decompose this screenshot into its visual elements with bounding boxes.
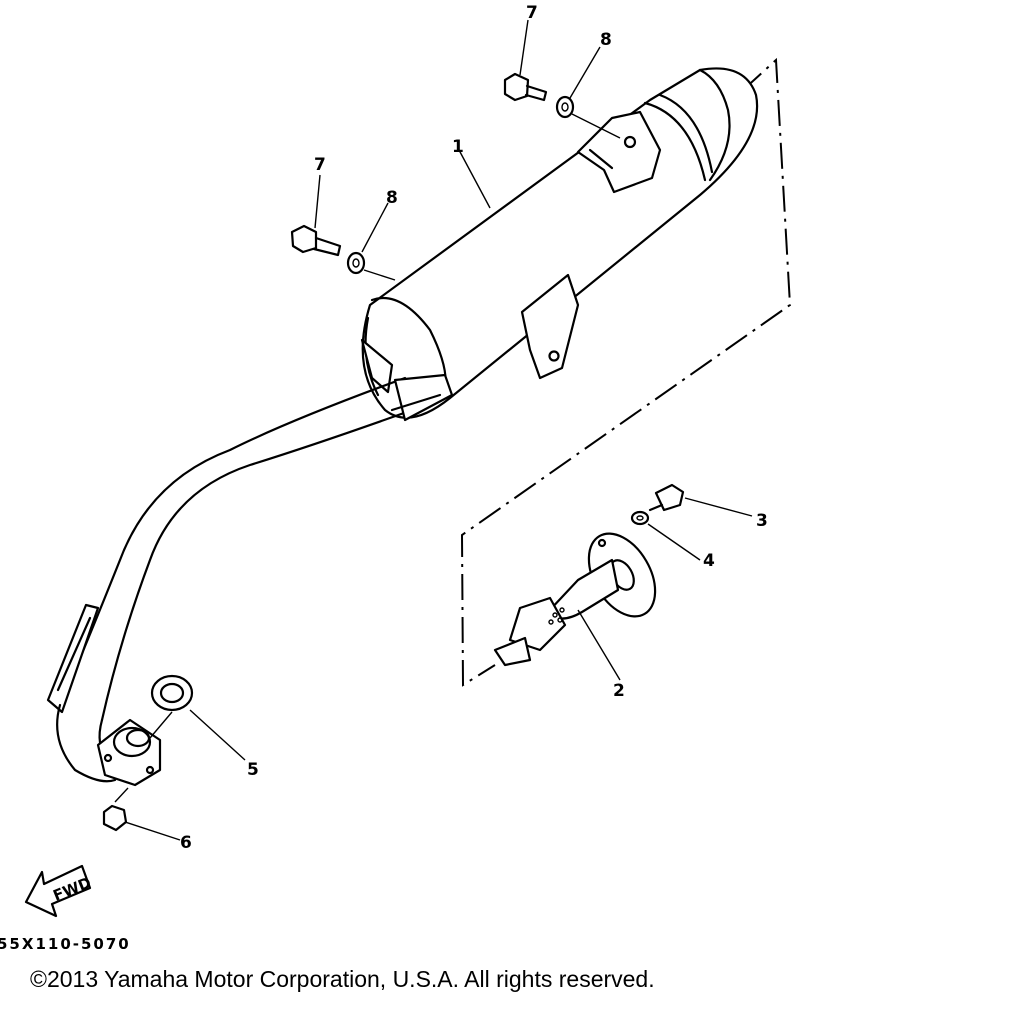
callout-labels: 1 2 3 4 5 6 7 7 8 8 xyxy=(180,3,768,853)
muffler-body xyxy=(360,67,759,419)
screw xyxy=(648,483,685,512)
upper-washer xyxy=(555,95,621,139)
upper-bolt xyxy=(503,72,548,102)
callout-8-upper: 8 xyxy=(600,30,612,50)
drawing-code: 55X110-5070 xyxy=(0,935,131,953)
fwd-arrow: FWD xyxy=(24,864,94,918)
spark-arrester xyxy=(493,532,657,667)
gasket xyxy=(149,674,194,739)
exhaust-pipe xyxy=(46,373,454,787)
lower-washer xyxy=(346,251,396,281)
callout-3: 3 xyxy=(756,511,768,531)
callout-7-lower: 7 xyxy=(314,155,326,175)
callout-8-lower: 8 xyxy=(386,188,398,208)
assembly-frame xyxy=(460,57,792,687)
callout-2: 2 xyxy=(613,681,625,701)
callout-4: 4 xyxy=(703,551,715,571)
nut xyxy=(102,787,129,832)
callout-1: 1 xyxy=(452,137,464,157)
callout-5: 5 xyxy=(247,760,259,780)
callout-7-upper: 7 xyxy=(526,3,538,23)
lower-bolt xyxy=(290,224,342,257)
copyright-notice: ©2013 Yamaha Motor Corporation, U.S.A. A… xyxy=(30,966,655,992)
washer-small xyxy=(630,510,650,526)
callout-6: 6 xyxy=(180,833,192,853)
leader-lines xyxy=(124,19,753,841)
